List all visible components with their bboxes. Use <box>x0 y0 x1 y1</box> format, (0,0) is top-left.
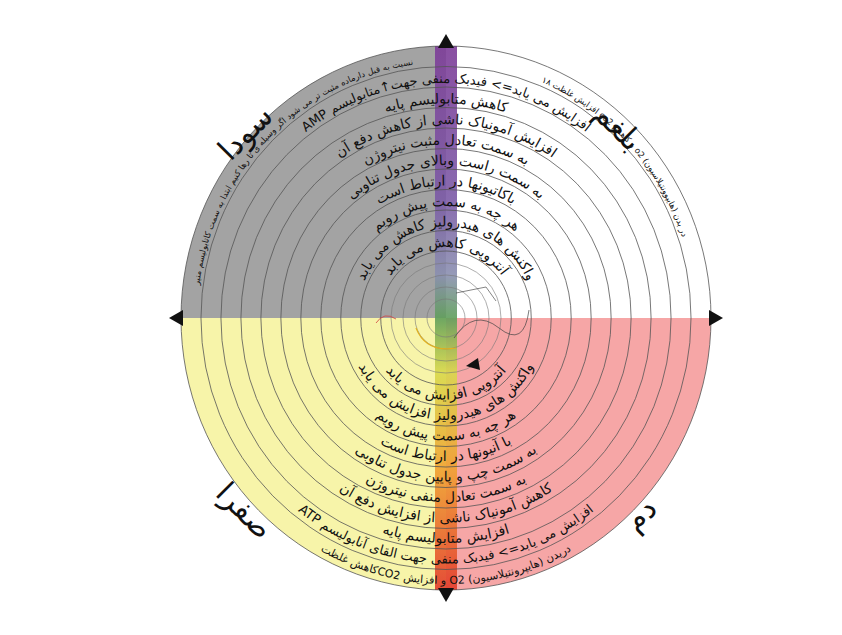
arc-label: آنتروپی افزایش می یابد <box>383 361 509 403</box>
axis-arrowhead <box>169 310 183 326</box>
arc-text-path: آنتروپی کاهش می یابد <box>380 233 513 278</box>
inner-ring <box>403 275 489 361</box>
ring-line <box>301 169 591 467</box>
ring-line <box>181 46 711 590</box>
ring-line <box>281 149 611 488</box>
rings <box>181 46 711 590</box>
arc-label: واکنش های هیدرولیز افزایش می یابد <box>356 360 537 424</box>
arc-text-path: آنتروپی افزایش می یابد <box>383 361 509 403</box>
arc-text-path: ۱۸ افزایش غلظت co2 و کاهش o2 در بدن (های… <box>540 75 689 238</box>
arc-text-path: واکنش های هیدرولیز افزایش می یابد <box>356 360 537 424</box>
arc-label: واکنش های هیدرولیز کاهش می یابد <box>353 213 540 283</box>
ring-line <box>341 210 551 426</box>
inner-ring <box>391 263 501 373</box>
ring-line <box>321 190 571 447</box>
arc-text-path: واکنش های هیدرولیز کاهش می یابد <box>353 213 540 283</box>
ring-line <box>241 108 651 529</box>
inner-ring <box>415 287 477 349</box>
ring-line <box>261 128 631 508</box>
ring-line <box>201 67 691 570</box>
ring-line <box>361 231 531 406</box>
ring-line <box>381 251 512 385</box>
centre-sketch <box>376 287 529 370</box>
arc-label: آنتروپی کاهش می یابد <box>380 233 513 278</box>
ring-line <box>221 87 671 549</box>
axis-arrowhead <box>438 34 454 48</box>
axis-arrowhead <box>709 310 723 326</box>
axis-arrowhead <box>438 588 454 602</box>
arc-label: ۱۸ افزایش غلظت co2 و کاهش o2 در بدن (های… <box>540 75 689 238</box>
